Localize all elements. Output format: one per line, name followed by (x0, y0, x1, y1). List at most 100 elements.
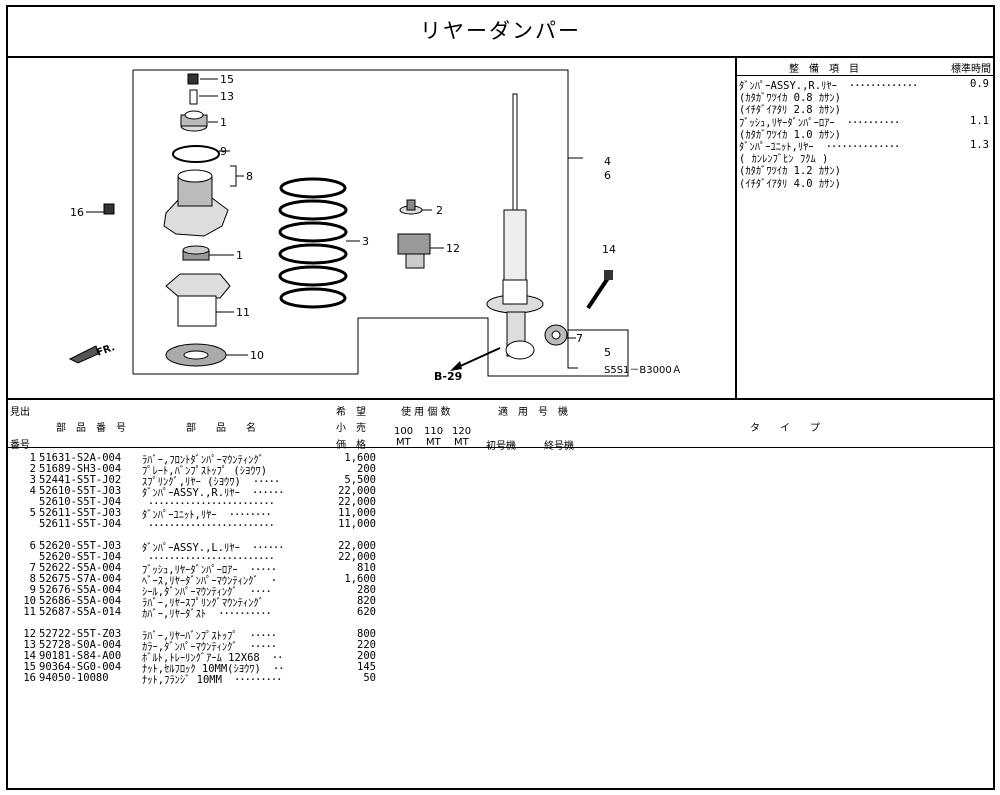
part-name: ﾗﾊﾞｰ,ﾌﾛﾝﾄﾀﾞﾝﾊﾟｰﾏｳﾝﾃｨﾝｸﾞ (142, 454, 264, 466)
svg-text:8: 8 (246, 170, 253, 183)
labor-header: 整 備 項 目 標準時間 (737, 58, 993, 76)
col-header-mt120: 120 (452, 426, 472, 437)
part-1-rubber-lower (182, 245, 234, 261)
part-15-nut (187, 73, 218, 85)
part-2-bump-plate (399, 199, 432, 215)
ref-number: 2 (29, 463, 36, 475)
view-ref-label: B-29 (434, 370, 462, 383)
part-name: ﾀﾞﾝﾊﾟｰASSY.,R.ﾘﾔｰ ･･････ (142, 487, 284, 499)
labor-item: ﾌﾞｯｼｭ,ﾘﾔｰﾀﾞﾝﾊﾟｰﾛｱｰ ･･････････ (739, 116, 900, 129)
col-header-part-no: 部 品 番 号 (56, 423, 126, 434)
labor-row: ﾀﾞﾝﾊﾟｰﾕﾆｯﾄ,ﾘﾔｰ ･･････････････ 1.3 (737, 138, 993, 153)
svg-text:3: 3 (362, 235, 369, 248)
labor-header-item: 整 備 項 目 (789, 64, 859, 75)
svg-text:16: 16 (70, 206, 84, 219)
figure-code: S5S1－B3000Ａ (604, 365, 682, 376)
part-name: ﾀﾞﾝﾊﾟｰﾕﾆｯﾄ,ﾘﾔｰ ････････ (142, 509, 272, 521)
labor-value: 1.3 (970, 138, 989, 151)
ref-number: 3 (29, 474, 36, 486)
col-header-first: 初号機 (486, 441, 516, 452)
part-price: 810 (357, 562, 376, 574)
col-header-applicable: 適 用 号 機 (498, 407, 568, 418)
part-name: ﾗﾊﾞｰ,ﾘﾔｰｽﾌﾟﾘﾝｸﾞﾏｳﾝﾃｨﾝｸﾞ (142, 597, 264, 609)
ref-number: 6 (29, 540, 36, 552)
part-name: ････････････････････････ (142, 498, 275, 510)
part-name: ｶﾊﾞｰ,ﾘﾔｰﾀﾞｽﾄ ･･････････ (142, 608, 272, 620)
part-16-nut (86, 203, 115, 215)
part-name: ｽﾌﾟﾘﾝｸﾞ,ﾘﾔｰ (ｼﾖｳﾜ) ･････ (142, 476, 280, 488)
part-7-bushing (544, 324, 576, 346)
svg-text:15: 15 (220, 73, 234, 86)
labor-row: (ｶﾀｶﾞﾜﾂｲｶ 0.8 ｶｻﾝ) (737, 90, 993, 104)
col-header-price-1: 希 望 (336, 407, 366, 418)
labor-item: ﾀﾞﾝﾊﾟｰﾕﾆｯﾄ,ﾘﾔｰ ･･････････････ (739, 140, 900, 153)
part-price: 5,500 (344, 474, 376, 486)
part-price: 620 (357, 606, 376, 618)
svg-text:7: 7 (576, 332, 583, 345)
part-8-base (163, 165, 244, 237)
labor-item: (ｲﾁﾀﾞｲｱﾀﾘ 4.0 ｶｻﾝ) (739, 177, 842, 190)
part-name: ﾎﾞﾙﾄ,ﾄﾚｰﾘﾝｸﾞｱｰﾑ 12X68 ･･ (142, 652, 283, 664)
labor-row: (ｲﾁﾀﾞｲｱﾀﾘ 4.0 ｶｻﾝ) (737, 176, 993, 190)
part-name: ﾅｯﾄ,ｾﾙﾌﾛｯｸ 10MM(ｼﾖｳﾜ) ･･ (142, 663, 284, 675)
col-header-mt-c: MT (454, 437, 469, 448)
svg-text:1: 1 (236, 249, 243, 262)
part-name: ﾅｯﾄ,ﾌﾗﾝｼﾞ 10MM ･････････ (142, 674, 282, 686)
svg-text:11: 11 (236, 306, 250, 319)
ref-number: 1 (29, 452, 36, 464)
part-1-rubber-upper (180, 110, 218, 132)
labor-row: (ｶﾀｶﾞﾜﾂｲｶ 1.0 ｶｻﾝ) (737, 127, 993, 141)
part-number: 52675-S7A-004 (39, 573, 122, 585)
part-number: 52610-S5T-J03 (39, 485, 122, 497)
part-12-bump-stop (397, 233, 444, 269)
ref-number: 7 (29, 562, 36, 574)
part-number: 90364-SG0-004 (39, 661, 122, 673)
part-number: 51689-SH3-004 (39, 463, 122, 475)
part-number: 90181-S84-A00 (39, 650, 122, 662)
svg-text:4: 4 (604, 155, 611, 168)
part-number: 52620-S5T-J03 (39, 540, 122, 552)
ref-number: 9 (29, 584, 36, 596)
page-frame: リヤーダンパー (6, 5, 995, 790)
part-number: 52611-S5T-J04 (39, 518, 122, 530)
parts-diagram: 15 13 1 9 8 16 2 3 12 1 11 10 4 6 14 7 5… (8, 58, 737, 400)
part-number: 52676-S5A-004 (39, 584, 122, 596)
parts-table: 見出 番号 部 品 番 号 部 品 名 希 望 小 売 価 格 使 用 個 数 … (8, 400, 993, 786)
part-number: 52622-S5A-004 (39, 562, 122, 574)
ref-number: 8 (29, 573, 36, 585)
fr-label: FR. (95, 342, 116, 359)
exploded-view-illustration: 15 13 1 9 8 16 2 3 12 1 11 10 4 6 14 7 5… (68, 69, 682, 383)
ref-number: 13 (23, 639, 36, 651)
part-name: ｼｰﾙ,ﾀﾞﾝﾊﾟｰﾏｳﾝﾃｨﾝｸﾞ ････ (142, 586, 272, 598)
ref-number: 5 (29, 507, 36, 519)
labor-row: ( ｶﾝﾚﾝﾌﾞﾋﾝ ﾌｸﾑ ) (737, 151, 993, 165)
part-10-spring-rubber (165, 343, 248, 367)
labor-value: 1.1 (970, 114, 989, 127)
svg-text:13: 13 (220, 90, 234, 103)
labor-row: ﾀﾞﾝﾊﾟｰASSY.,R.ﾘﾔｰ ･････････････0.9 (737, 78, 993, 92)
part-number: 52610-S5T-J04 (39, 496, 122, 508)
part-price: 145 (357, 661, 376, 673)
col-header-mt100: 100 (394, 426, 414, 437)
part-number: 52686-S5A-004 (39, 595, 122, 607)
part-name: ﾀﾞﾝﾊﾟｰASSY.,L.ﾘﾔｰ ･･････ (142, 542, 284, 554)
part-price: 820 (357, 595, 376, 607)
part-price: 1,600 (344, 452, 376, 464)
part-number: 94050-10080 (39, 672, 109, 684)
ref-number: 12 (23, 628, 36, 640)
part-number: 52441-S5T-J02 (39, 474, 122, 486)
header-divider (8, 447, 993, 448)
part-number: 51631-S2A-004 (39, 452, 122, 464)
part-price: 11,000 (338, 518, 376, 530)
svg-text:12: 12 (446, 242, 460, 255)
col-header-mt-b: MT (426, 437, 441, 448)
part-number: 52611-S5T-J03 (39, 507, 122, 519)
col-header-part-name: 部 品 名 (186, 423, 256, 434)
part-11-dust-cover (165, 273, 234, 327)
part-13-collar (189, 89, 218, 105)
col-header-bango: 番号 (10, 440, 30, 451)
part-price: 22,000 (338, 551, 376, 563)
labor-item: (ｶﾀｶﾞﾜﾂｲｶ 1.2 ｶｻﾝ) (739, 165, 842, 178)
part-name: ﾌﾟﾚｰﾄ,ﾊﾞﾝﾌﾟｽﾄｯﾌﾟ (ｼﾖｳﾜ) (142, 465, 268, 477)
svg-text:14: 14 (602, 243, 616, 256)
